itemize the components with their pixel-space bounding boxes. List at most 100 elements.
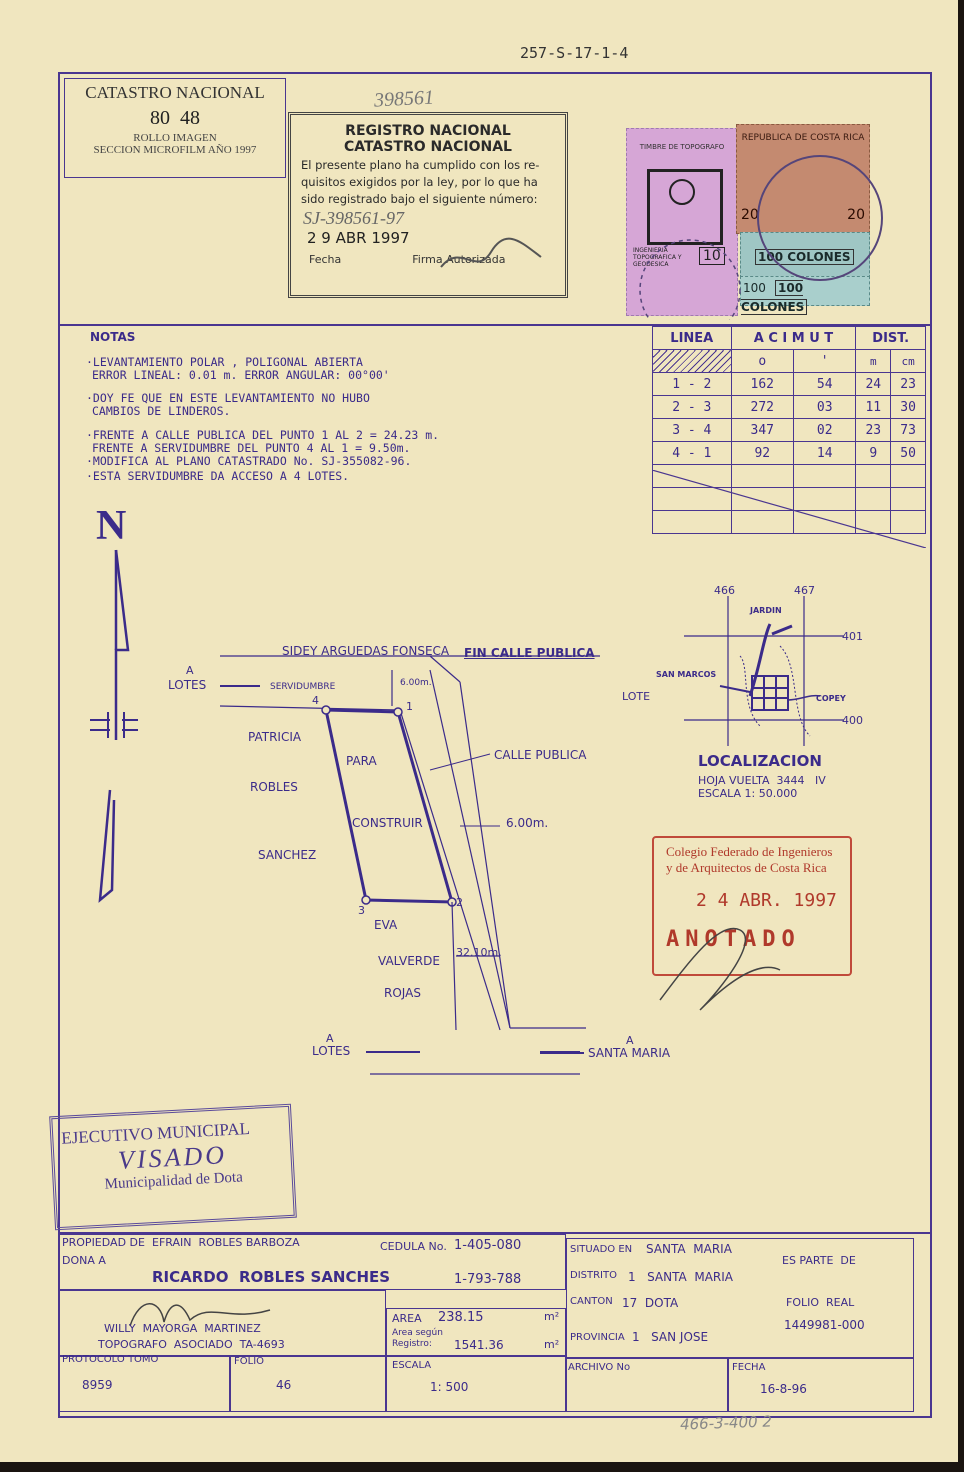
plan-point-1: 1 (406, 700, 413, 713)
footer-folio: 46 (276, 1378, 292, 1392)
colegio-stamp: Colegio Federado de Ingenieros y de Arqu… (652, 836, 852, 976)
plan-center1: PARA (346, 754, 377, 768)
footer-protocolo: 8959 (82, 1378, 113, 1392)
loc-san-marcos: SAN MARCOS (656, 670, 717, 679)
rumbos-header-min: ' (793, 349, 857, 373)
registro-number: SJ-398561-97 (303, 208, 404, 228)
north-arrow-icon (90, 549, 138, 903)
rumbos-cell-m: 24 (855, 372, 892, 396)
loc-jardin: JARDIN (750, 606, 782, 615)
registro-signature (440, 237, 542, 268)
notas-block: ·LEVANTAMIENTO POLAR , POLIGONAL ABIERTA… (86, 356, 646, 483)
loc-c66: 466 (714, 584, 735, 597)
footer-ubicacion-cell (566, 1238, 914, 1358)
colegio-line1: Colegio Federado de Ingenieros (666, 844, 833, 859)
footer-protocolo-label: PROTOCOLO TOMO (62, 1354, 159, 1365)
registro-text2: quisitos exigidos por la ley, por lo que… (301, 175, 538, 189)
footer-situado-label: SITUADO EN (570, 1244, 633, 1255)
rumbos-cell-m: 9 (855, 441, 892, 465)
footer-topografo1: WILLY MAYORGA MARTINEZ (104, 1322, 261, 1335)
footer-topografo2: TOPOGRAFO ASOCIADO TA-4693 (98, 1338, 285, 1351)
footer-cedula-label: CEDULA No. (380, 1240, 447, 1253)
footer-area: 238.15 (438, 1310, 484, 1325)
footer-distrito-label: DISTRITO (570, 1270, 617, 1281)
loc-lote: LOTE (622, 690, 651, 703)
catastro-line2: SECCION MICROFILM AÑO 1997 (93, 144, 257, 156)
rumbos-cell-linea: 3 - 4 (652, 418, 732, 442)
plan-santa-maria: SANTA MARIA (588, 1046, 671, 1060)
footer-protocolo-cell (58, 1356, 230, 1412)
footer-cedula1: 1-405-080 (454, 1238, 522, 1253)
footer-area-label: AREA (392, 1312, 422, 1325)
footer-provincia: 1 SAN JOSE (632, 1330, 709, 1344)
rumbos-header-m: m (855, 349, 892, 373)
plan-left3: SANCHEZ (258, 848, 317, 862)
plan-ancho-serv: 6.00m. (400, 678, 432, 688)
footer-fecha: 16-8-96 (760, 1382, 807, 1396)
plan-calle-publica: CALLE PUBLICA (494, 748, 587, 762)
rumbos-cell-deg: 92 (730, 441, 795, 465)
plan-bottom1: EVA (374, 918, 398, 932)
notas-title: NOTAS (90, 330, 136, 344)
rumbos-cell-cm: 30 (890, 395, 926, 419)
main-frame (58, 72, 932, 1418)
colegio-line2: y de Arquitectos de Costa Rica (666, 860, 827, 875)
loc-c00: 400 (842, 714, 863, 727)
timbre2-top: REPUBLICA DE COSTA RICA (741, 133, 865, 143)
plan-santa-maria-arrow (540, 1052, 584, 1054)
plan-a-bottom: A (326, 1032, 334, 1045)
registro-title1: REGISTRO NACIONAL (345, 123, 511, 139)
loc-c01: 401 (842, 630, 863, 643)
registro-title2: CATASTRO NACIONAL (344, 139, 512, 155)
timbre4-value: 100 (743, 281, 766, 295)
plan-fin-calle: FIN CALLE PUBLICA (464, 646, 595, 660)
timbre-100-b: 100 100 COLONES (740, 276, 870, 315)
rumbos-cell-cm: 23 (890, 372, 926, 396)
footer-area-unit: m² (544, 1310, 560, 1323)
rumbos-cell-min: 02 (793, 418, 857, 442)
catastro-line1: ROLLO IMAGEN (133, 132, 217, 144)
loc-escala: ESCALA 1: 50.000 (698, 787, 798, 800)
loc-hoja: HOJA VUELTA 3444 IV (698, 774, 826, 787)
timbre1-top: TIMBRE DE TOPOGRAFO (639, 143, 725, 151)
footer-area-reg-label2: Registro: (392, 1339, 432, 1349)
timbre4-text: 100 COLONES (741, 280, 808, 315)
footer-propiedad: EFRAIN ROBLES BARBOZA (152, 1236, 300, 1249)
rumbos-cell-linea: 4 - 1 (652, 441, 732, 465)
registro-fecha-label: Fecha (309, 253, 342, 266)
north-letter: N (96, 503, 127, 549)
nota-1b: ERROR LINEAL: 0.01 m. ERROR ANGULAR: 00°… (92, 368, 390, 382)
registro-firma-label: Firma Autorizada (412, 253, 506, 266)
footer-escala-label: ESCALA (392, 1360, 432, 1371)
footer-archivo-label: ARCHIVO No (568, 1362, 631, 1373)
rumbos-header-deg: o (730, 349, 795, 373)
rumbos-header-linea: LINEA (652, 326, 732, 350)
loc-copey: COPEY (816, 694, 846, 703)
rumbos-cell-min: 54 (793, 372, 857, 396)
colegio-date: 2 4 ABR. 1997 (696, 890, 837, 911)
registro-stamp: REGISTRO NACIONAL CATASTRO NACIONAL El p… (288, 112, 568, 298)
colegio-signature (659, 927, 781, 1011)
footer-top-line (58, 1232, 932, 1234)
rumbos-cell-min: 03 (793, 395, 857, 419)
nota-2a: ·DOY FE QUE EN ESTE LEVANTAMIENTO NO HUB… (86, 391, 370, 405)
nota-1a: ·LEVANTAMIENTO POLAR , POLIGONAL ABIERTA (86, 355, 363, 369)
plan-a-top: A (186, 664, 194, 677)
topografo-signature (129, 1303, 271, 1327)
footer-distrito: 1 SANTA MARIA (628, 1270, 733, 1284)
rumbos-cell-cm: 50 (890, 441, 926, 465)
localizacion-map (684, 596, 844, 746)
plan-drawing (219, 655, 600, 1075)
plan-dist-bottom: 32.10m. (456, 946, 502, 959)
footer-situado: SANTA MARIA (646, 1242, 732, 1256)
loc-title: LOCALIZACION (698, 752, 822, 770)
municipal-stamp: EJECUTIVO MUNICIPAL VISADO Municipalidad… (49, 1103, 297, 1231)
plan-servidumbre: SERVIDUMBRE (270, 682, 336, 692)
rumbos-cell-cm: 73 (890, 418, 926, 442)
plan-center2: CONSTRUIR (352, 816, 423, 830)
plan-left1: PATRICIA (248, 730, 302, 744)
timbre1-value: 10 (699, 247, 725, 265)
footer-canton-label: CANTON (570, 1296, 613, 1307)
